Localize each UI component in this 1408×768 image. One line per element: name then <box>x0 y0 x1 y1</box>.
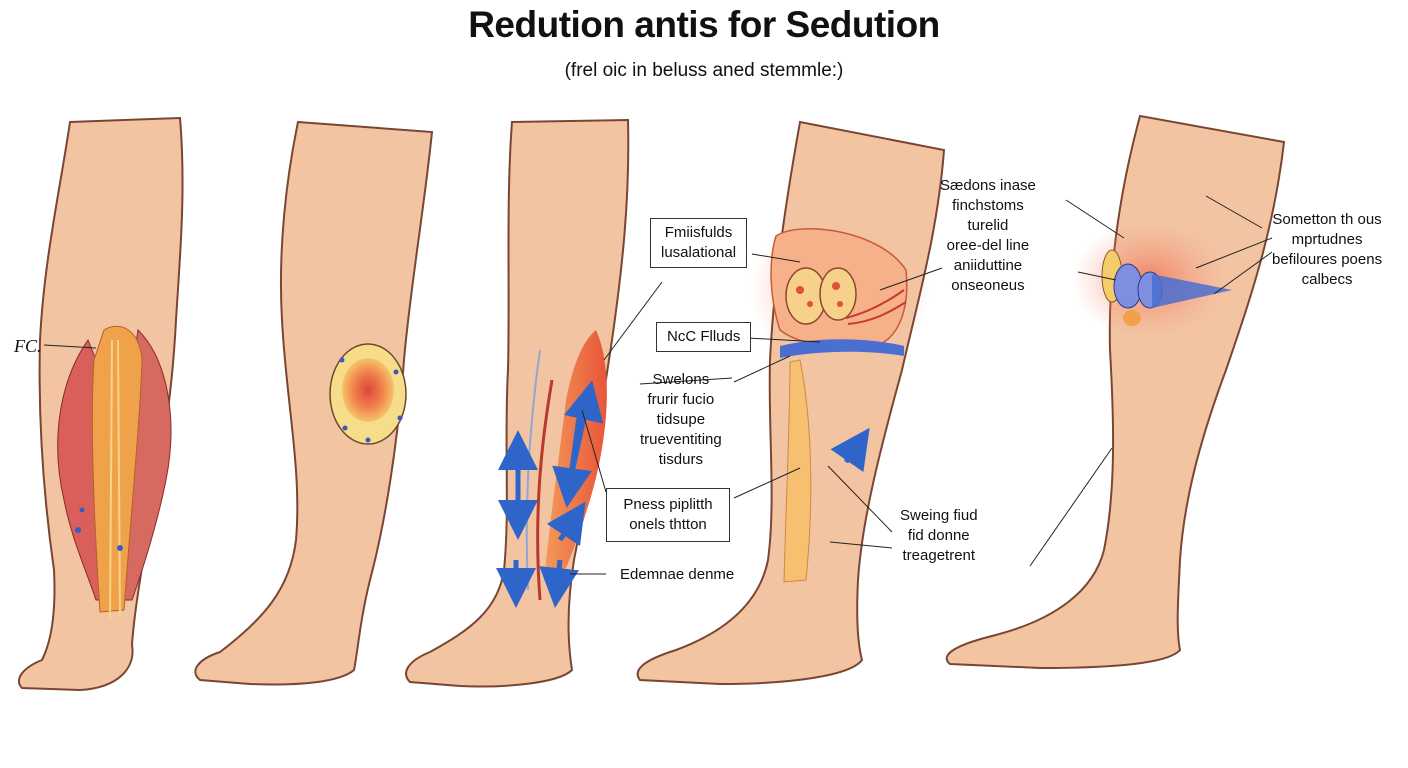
label-line: onels thtton <box>617 515 719 535</box>
muscle-anatomy-leg <box>19 118 183 690</box>
label-line: tidsupe <box>640 410 722 430</box>
swelling-label: Swelons frurir fucio tidsupe trueventiti… <box>640 370 722 470</box>
lesion-dot <box>398 416 403 421</box>
knee-cell <box>796 286 804 294</box>
label-leader <box>1066 200 1124 238</box>
label-line: NcC Flluds <box>667 327 740 347</box>
press-label-box: Pness piplitth onels thtton <box>606 488 730 542</box>
leg-1-node <box>117 545 123 551</box>
label-line: turelid <box>940 216 1036 236</box>
label-line: finchstoms <box>940 196 1036 216</box>
lesion-core <box>342 358 394 422</box>
knee-joint-label: Sædons inase finchstoms turelid oree-del… <box>940 176 1036 296</box>
label-line: fid donne <box>900 526 978 546</box>
panel-1-label: FC. <box>14 336 42 356</box>
label-line: Edemnae denme <box>620 565 734 585</box>
swelling-fluid-label: Sweing fiud fid donne treagetrent <box>900 506 978 566</box>
lesion-dot <box>343 426 348 431</box>
knee-cell <box>832 282 840 290</box>
label-line: mprtudnes <box>1272 230 1382 250</box>
label-line: Swelons <box>640 370 722 390</box>
label-line: trueventiting <box>640 430 722 450</box>
label-line: calbecs <box>1272 270 1382 290</box>
knee-bone <box>820 268 856 320</box>
label-line: befiloures poens <box>1272 250 1382 270</box>
label-leader <box>1030 448 1112 566</box>
knee-cell <box>807 301 813 307</box>
label-line: Sædons inase <box>940 176 1036 196</box>
label-line: frurir fucio <box>640 390 722 410</box>
edema-label: Edemnae denme <box>620 565 734 585</box>
label-line: Pness piplitth <box>617 495 719 515</box>
label-line: onseoneus <box>940 276 1036 296</box>
label-line: tisdurs <box>640 450 722 470</box>
label-line: oree-del line <box>940 236 1036 256</box>
fluids-label-box: Fmiisfulds lusalational <box>650 218 747 268</box>
leg-1-node <box>80 508 85 513</box>
label-line: Fmiisfulds <box>661 223 736 243</box>
leg-1-node <box>75 527 81 533</box>
lesion-dot <box>340 358 345 363</box>
label-line: Sometton th ous <box>1272 210 1382 230</box>
label-line: Sweing fiud <box>900 506 978 526</box>
ncc-fluids-label-box: NcC Flluds <box>656 322 751 352</box>
lesion-dot <box>366 438 371 443</box>
label-line: lusalational <box>661 243 736 263</box>
label-line: treagetrent <box>900 546 978 566</box>
knee-cyst-label: Sometton th ous mprtudnes befiloures poe… <box>1272 210 1382 290</box>
label-line: aniiduttine <box>940 256 1036 276</box>
skin-lesion-leg <box>195 122 432 684</box>
lesion-dot <box>394 370 399 375</box>
knee-cell <box>837 301 843 307</box>
cyst-nodule <box>1123 310 1141 326</box>
